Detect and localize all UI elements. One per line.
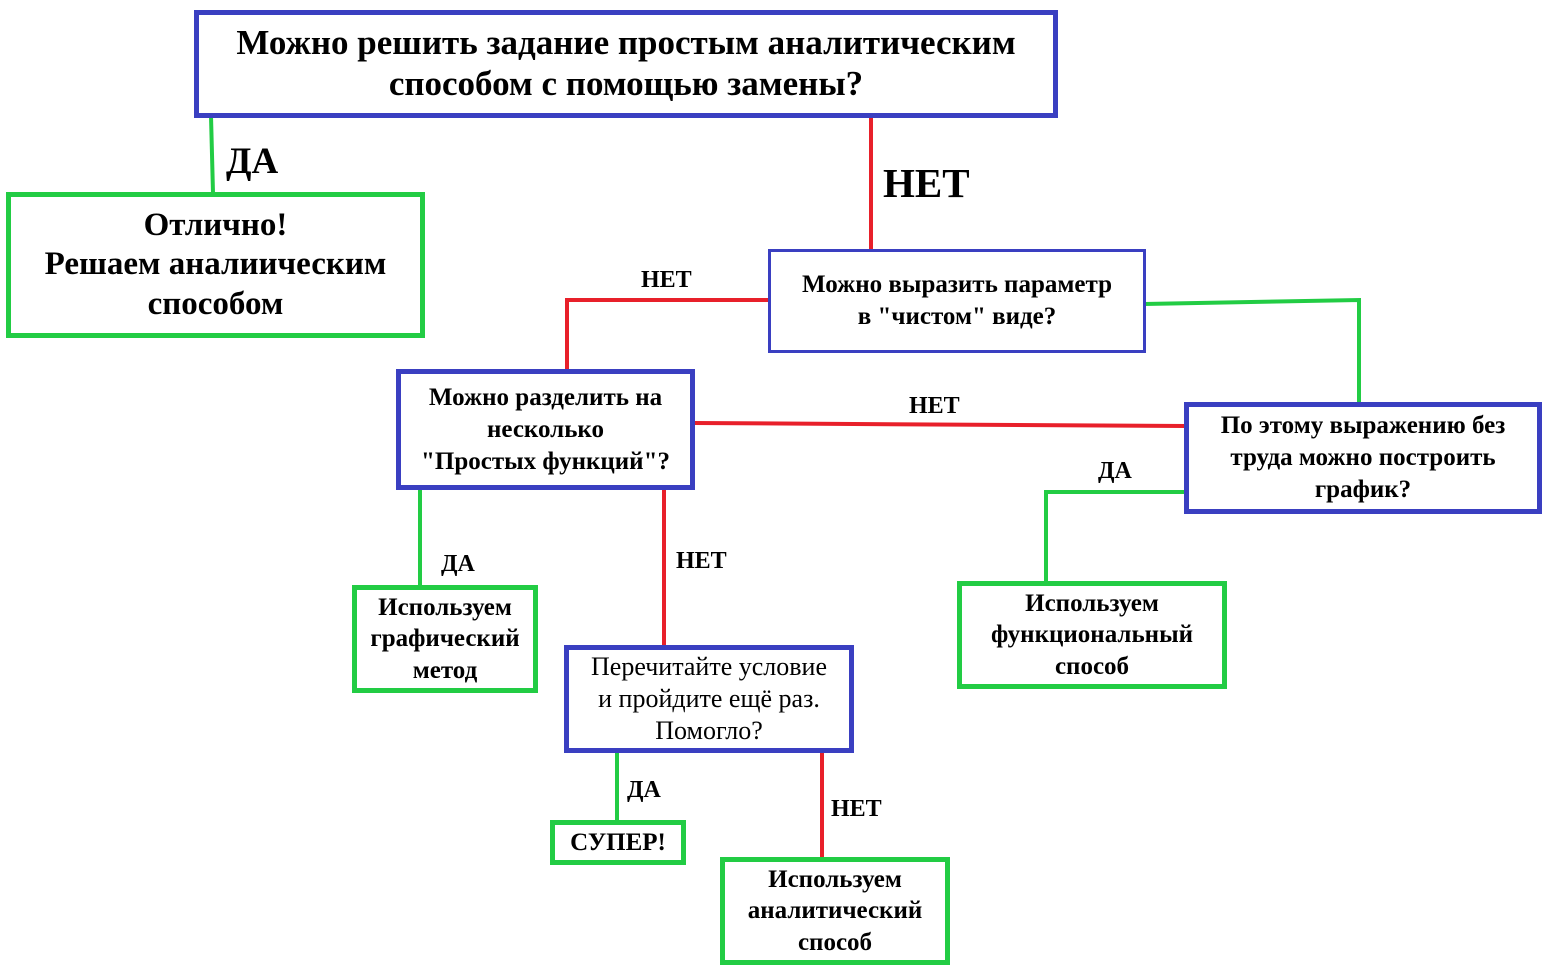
- node-line: труда можно построить: [1230, 444, 1496, 471]
- connector-no: [565, 298, 769, 370]
- node-line: Используем: [378, 593, 512, 621]
- node-line: способ: [1054, 652, 1130, 680]
- edge-label-no: НЕТ: [883, 160, 970, 206]
- edge-label-yes: ДА: [441, 551, 475, 577]
- node-line: и пройдите ещё раз.: [598, 684, 820, 714]
- node-line: "Простых функций"?: [421, 447, 670, 475]
- edge-label-yes: ДА: [627, 777, 661, 803]
- question-box-substitution: Можно решить задание простым аналитическ…: [194, 10, 1058, 118]
- connector-yes: [209, 115, 215, 194]
- result-box-graphic-method: Используем графический метод: [352, 585, 538, 693]
- node-line: По этому выражению без: [1220, 412, 1506, 439]
- question-box-split-functions: Можно разделить на несколько "Простых фу…: [396, 369, 695, 490]
- result-box-excellent: Отлично! Решаем аналиическим способом: [6, 192, 425, 338]
- result-box-analytic-method: Используем аналитический способ: [720, 857, 950, 965]
- connector-yes: [1044, 490, 1187, 582]
- node-line: Можно разделить на: [428, 383, 663, 411]
- node-line: СУПЕР!: [570, 828, 666, 856]
- node-line: способом: [147, 285, 284, 322]
- node-line: несколько: [487, 415, 604, 443]
- node-line: Используем: [768, 865, 902, 893]
- question-box-reread: Перечитайте условие и пройдите ещё раз. …: [564, 645, 854, 753]
- node-line: Перечитайте условие: [591, 652, 827, 682]
- node-line: Отлично!: [143, 206, 288, 243]
- node-line: график?: [1314, 476, 1412, 503]
- node-line: Решаем аналиическим: [44, 246, 387, 283]
- edge-label-no: НЕТ: [641, 267, 692, 293]
- question-box-express-param: Можно выразить параметр в "чистом" виде?: [768, 249, 1146, 353]
- node-line: Можно решить задание простым аналитическ…: [236, 23, 1016, 63]
- node-line: аналитический: [747, 897, 923, 925]
- node-line: графический: [370, 625, 520, 653]
- edge-label-yes: ДА: [1098, 458, 1132, 484]
- edge-label-yes: ДА: [226, 141, 279, 182]
- node-line: в "чистом" виде?: [857, 303, 1057, 330]
- edge-label-no: НЕТ: [909, 393, 960, 419]
- node-line: функциональный: [991, 621, 1193, 649]
- node-line: Можно выразить параметр: [802, 270, 1112, 298]
- node-line: Используем: [1025, 589, 1159, 617]
- node-line: способом с помощью замены?: [388, 64, 864, 103]
- question-box-plot-graph: По этому выражению без труда можно постр…: [1184, 402, 1542, 514]
- node-line: Помогло?: [655, 715, 763, 745]
- edge-label-no: НЕТ: [676, 548, 727, 574]
- node-line: способ: [797, 928, 873, 956]
- result-box-functional-method: Используем функциональный способ: [957, 581, 1227, 689]
- connector-no: [693, 421, 1187, 428]
- connector-yes: [1143, 297, 1361, 403]
- edge-label-no: НЕТ: [831, 796, 882, 822]
- result-box-super: СУПЕР!: [550, 820, 686, 865]
- node-line: метод: [412, 656, 478, 684]
